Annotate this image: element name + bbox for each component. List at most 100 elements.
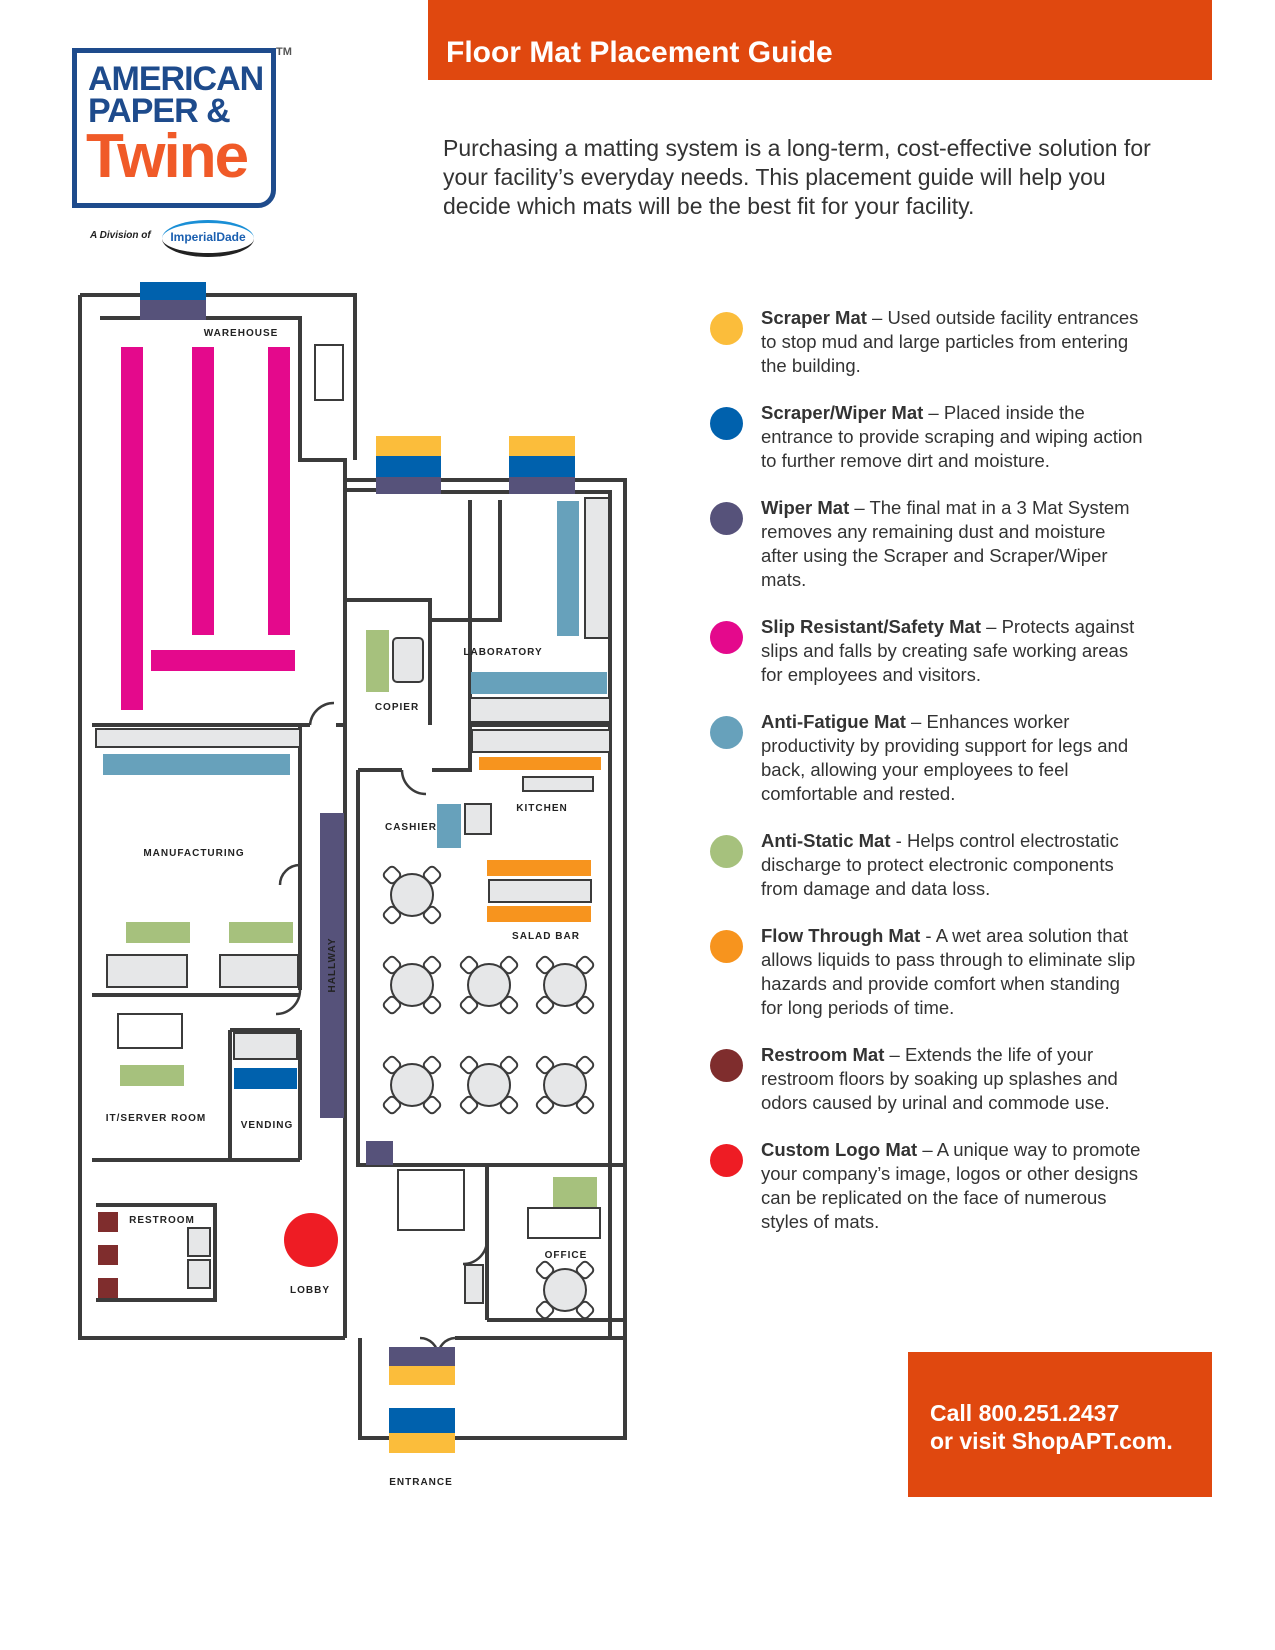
scraper-mat <box>389 1366 455 1385</box>
scraper-wiper-mat <box>140 282 206 300</box>
label-copier: COPIER <box>375 702 419 713</box>
dining-table <box>390 1063 434 1107</box>
scraper-wiper-mat <box>234 1068 297 1089</box>
slip-resistant-mat <box>121 347 143 710</box>
slip-resistant-mat <box>192 347 214 635</box>
legend-desc: Placed inside the entrance to provide sc… <box>761 402 1143 471</box>
vending-machine <box>233 1032 298 1060</box>
counter <box>584 497 610 639</box>
legend-sep: – <box>884 1044 905 1065</box>
office-desk <box>397 1169 465 1231</box>
restroom-mat <box>98 1278 118 1298</box>
furniture <box>95 344 611 1304</box>
label-lobby: LOBBY <box>290 1285 330 1296</box>
parent-company-logo: ImperialDade <box>162 220 254 257</box>
anti-fatigue-mat <box>557 501 579 636</box>
wiper-mat <box>140 300 206 320</box>
label-kitchen: KITCHEN <box>516 803 567 814</box>
counter <box>469 697 611 723</box>
label-it-server-room: IT/SERVER ROOM <box>106 1113 207 1124</box>
workstation <box>219 954 299 988</box>
legend-desc: Extends the life of your restroom floors… <box>761 1044 1118 1113</box>
legend-title: Restroom Mat <box>761 1044 885 1065</box>
logo-division-text: A Division of <box>90 230 151 241</box>
restroom-swatch-icon <box>710 1049 743 1082</box>
cabinet <box>314 344 344 401</box>
office-desk <box>527 1207 601 1239</box>
anti-fatigue-mat <box>471 672 607 694</box>
legend-title: Flow Through Mat <box>761 925 921 946</box>
page-title: Floor Mat Placement Guide <box>446 36 833 69</box>
dining-table <box>390 873 434 917</box>
cta-phone[interactable]: Call 800.251.2437 <box>930 1400 1120 1426</box>
legend-desc: The final mat in a 3 Mat System removes … <box>761 497 1130 590</box>
label-office: OFFICE <box>545 1250 588 1261</box>
legend-title: Anti-Fatigue Mat <box>761 711 906 732</box>
label-salad-bar: SALAD BAR <box>512 931 580 942</box>
walls <box>78 293 627 1440</box>
anti-static-swatch-icon <box>710 835 743 868</box>
logo-line-2: PAPER & <box>88 92 231 130</box>
anti-static-mat <box>553 1177 597 1207</box>
scraper-wiper-mat <box>376 456 441 477</box>
label-restroom: RESTROOM <box>129 1215 195 1226</box>
dining-table <box>543 1268 587 1312</box>
flow-through-mat <box>487 860 591 876</box>
intro-paragraph: Purchasing a matting system is a long-te… <box>443 135 1151 219</box>
anti-fatigue-mat <box>437 804 461 848</box>
anti-fatigue-mat <box>103 754 290 775</box>
flow-through-mat <box>479 757 601 770</box>
restroom-mat <box>98 1245 118 1265</box>
flow-through-swatch-icon <box>710 930 743 963</box>
dining-table <box>390 963 434 1007</box>
legend-desc: A unique way to promote your company’s i… <box>761 1139 1141 1232</box>
counter <box>95 728 301 748</box>
slip-resistant-mat <box>151 650 295 671</box>
custom-logo-swatch-icon <box>710 1144 743 1177</box>
logo-line-1: AMERICAN <box>88 60 264 98</box>
room-labels: WAREHOUSE LABORATORY COPIER KITCHEN CASH… <box>106 328 588 1488</box>
scraper-mat <box>389 1433 455 1453</box>
scraper-swatch-icon <box>710 312 743 345</box>
register <box>464 803 492 835</box>
dining-table <box>467 1063 511 1107</box>
wiper-mat <box>509 477 575 494</box>
workstation <box>106 954 188 988</box>
legend-desc: Used outside facility entrances to stop … <box>761 307 1139 376</box>
scraper-mat <box>509 436 575 456</box>
dining-table <box>543 1063 587 1107</box>
logo-frame <box>72 48 276 208</box>
company-logo: AMERICAN PAPER & Twine TM A Division of … <box>70 46 300 261</box>
anti-static-mat <box>366 630 389 692</box>
flow-through-mat <box>487 906 591 922</box>
wiper-swatch-icon <box>710 502 743 535</box>
legend-desc: Helps control electrostatic discharge to… <box>761 830 1119 899</box>
toilet <box>187 1259 211 1289</box>
anti-static-mat <box>229 922 293 943</box>
legend-sep: – <box>923 402 944 423</box>
custom-logo-mat <box>284 1213 338 1267</box>
legend-sep: - <box>890 830 907 851</box>
logo-line-3: Twine <box>86 122 249 191</box>
call-to-action-box: Call 800.251.2437 or visit ShopAPT.com. <box>908 1352 1212 1497</box>
label-hallway: HALLWAY <box>327 938 338 993</box>
cta-website[interactable]: or visit ShopAPT.com. <box>930 1428 1173 1454</box>
legend-title: Wiper Mat <box>761 497 850 518</box>
scraper-mat <box>376 436 441 456</box>
legend-desc: A wet area solution that allows liquids … <box>761 925 1136 1018</box>
anti-static-mat <box>120 1065 184 1086</box>
label-cashier: CASHIER <box>385 822 437 833</box>
legend-title: Scraper Mat <box>761 307 867 328</box>
legend-title: Anti-Static Mat <box>761 830 891 851</box>
slip-resistant-swatch-icon <box>710 621 743 654</box>
toilet <box>187 1227 211 1257</box>
scraper-wiper-mat <box>389 1408 455 1433</box>
wiper-mat <box>389 1347 455 1366</box>
legend-sep: - <box>920 925 936 946</box>
copier <box>392 637 424 683</box>
sofa <box>464 1264 484 1304</box>
legend-sep: – <box>866 307 888 328</box>
anti-static-mat <box>126 922 190 943</box>
salad-bar-counter <box>488 879 592 903</box>
